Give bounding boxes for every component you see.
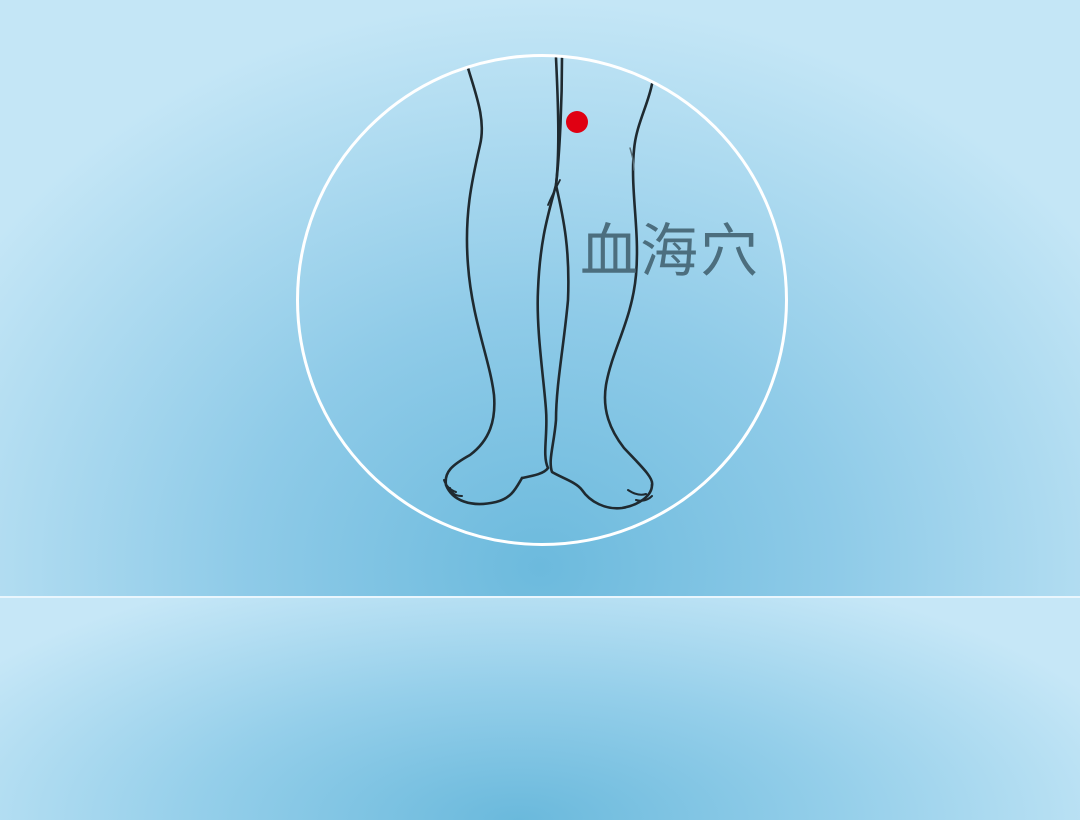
left-leg-inner-outline — [520, 57, 560, 480]
left-foot-toes — [443, 479, 463, 497]
bottom-panel — [0, 598, 1080, 820]
left-leg-outer-outline — [444, 66, 524, 506]
right-foot-toes — [627, 489, 653, 502]
acupoint-label: 血海穴 — [580, 217, 761, 285]
acupoint-marker — [566, 111, 588, 133]
legs-illustration — [443, 57, 654, 510]
right-leg-outer-outline — [603, 82, 654, 487]
knee-crease-right — [629, 147, 635, 171]
right-leg-inner-outline — [549, 57, 654, 510]
divider-line — [0, 596, 1080, 598]
knee-crease-left — [547, 179, 561, 206]
acupoint-circle-frame — [296, 54, 788, 546]
